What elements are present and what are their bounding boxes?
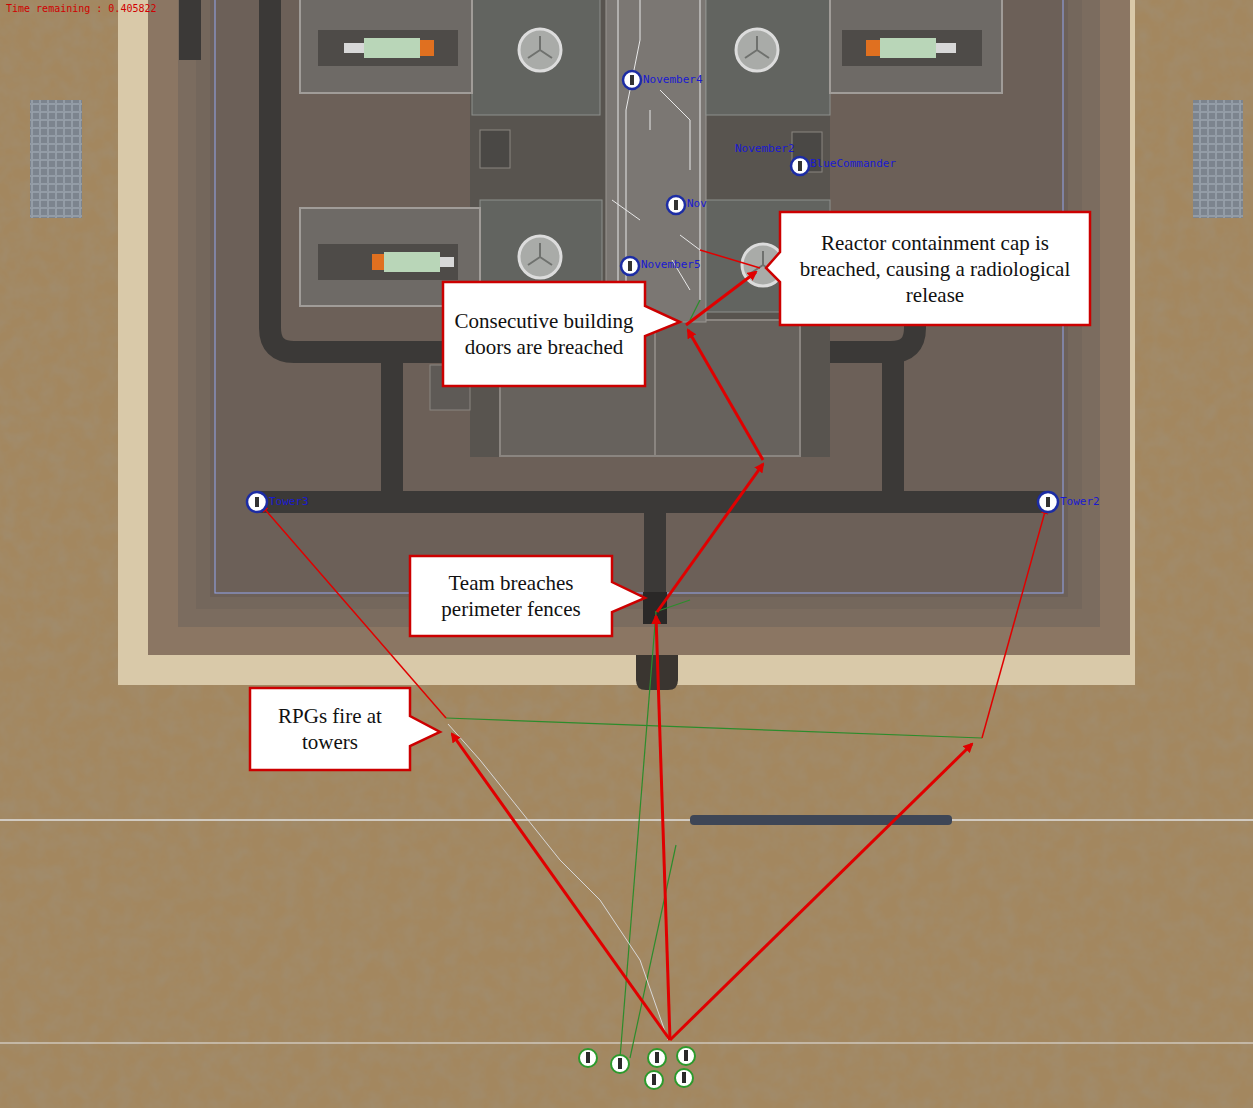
attacker-icons <box>586 1050 688 1085</box>
inner-step <box>196 0 1082 609</box>
attacker-markers <box>579 1047 695 1089</box>
wiring <box>612 0 700 300</box>
unit-label: Nov <box>687 197 707 210</box>
callout-box: RPGs fire at towers <box>250 688 410 770</box>
berm <box>118 0 1135 685</box>
boundary-line <box>0 1042 1253 1043</box>
callout-text: RPGs fire at towers <box>260 703 400 755</box>
unit-label: November5 <box>641 258 701 271</box>
unit-label: November4 <box>643 73 703 86</box>
solar-panel <box>30 100 82 218</box>
outer-wall <box>148 0 1130 655</box>
hatch <box>480 130 510 168</box>
callout-outline <box>250 688 440 770</box>
unit-label: Tower3 <box>269 495 309 508</box>
unit-label: November2 <box>735 142 795 155</box>
callout-outline <box>410 556 645 636</box>
callout-box: Team breaches perimeter fences <box>410 556 612 636</box>
barrier <box>690 815 952 825</box>
reactor-building <box>470 0 830 457</box>
solar-panel <box>1193 100 1243 218</box>
callout-box: Reactor containment cap is breached, cau… <box>780 212 1090 325</box>
callout-shape <box>250 688 410 770</box>
callout-shape <box>410 556 612 636</box>
fence-line <box>0 819 1253 821</box>
outer-step <box>178 0 1100 627</box>
callout-shape <box>443 282 645 386</box>
unit-label: Tower2 <box>1060 495 1100 508</box>
callout-box: Consecutive building doors are breached <box>443 282 645 386</box>
timer-text: Time remaining : 0.405822 <box>6 2 157 15</box>
attacker-paths <box>446 300 982 1058</box>
callout-text: Consecutive building doors are breached <box>453 308 635 360</box>
callout-outline <box>766 212 1090 325</box>
callout-text: Reactor containment cap is breached, cau… <box>790 230 1080 308</box>
unit-label: BlueCommander <box>810 157 896 170</box>
callout-text: Team breaches perimeter fences <box>420 570 602 622</box>
callout-outline <box>443 282 680 386</box>
wall <box>654 322 656 455</box>
corridor <box>606 0 706 322</box>
